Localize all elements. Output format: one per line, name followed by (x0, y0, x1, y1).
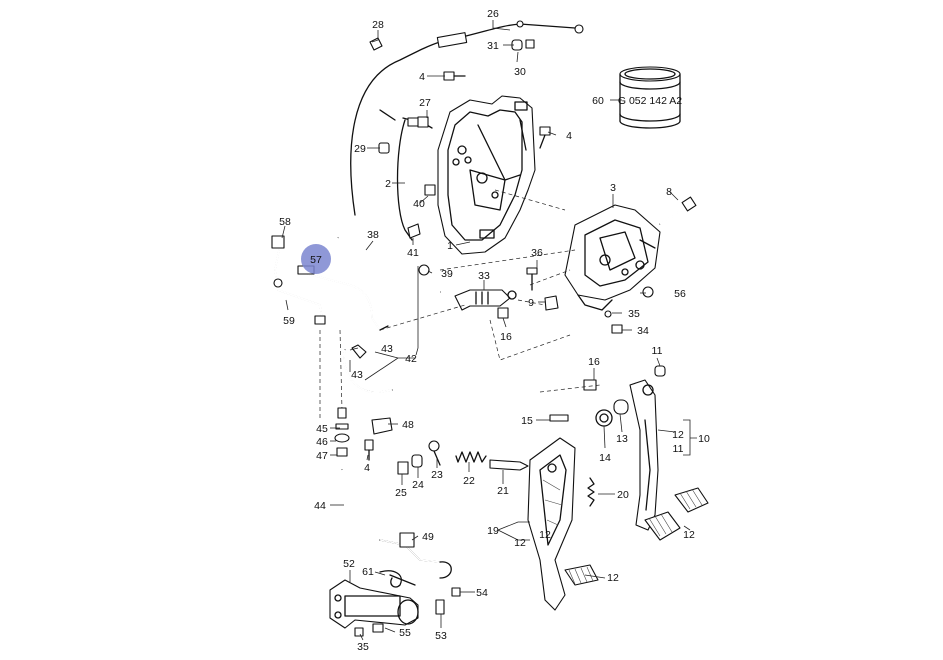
label-12-left: 12 (514, 537, 526, 549)
label-30: 30 (514, 66, 526, 78)
fasteners (354, 37, 666, 637)
label-41: 41 (407, 247, 419, 259)
label-33: 33 (478, 270, 490, 282)
parts-artwork: G 052 142 A2 (271, 20, 709, 637)
label-36: 36 (531, 247, 543, 259)
label-46: 46 (316, 436, 328, 448)
pipe-part-44 (334, 329, 452, 579)
label-38: 38 (367, 229, 379, 241)
label-25: 25 (395, 487, 407, 499)
label-4-right: 4 (566, 130, 572, 142)
clutch-pedal-part-19 (527, 437, 599, 611)
label-29: 29 (354, 143, 366, 155)
label-16-upper: 16 (500, 331, 512, 343)
label-26: 26 (487, 8, 499, 20)
label-4-lower: 4 (364, 462, 370, 474)
label-12-right: 12 (672, 429, 684, 441)
label-61: 61 (362, 566, 374, 578)
label-55: 55 (399, 627, 411, 639)
label-11-top: 11 (652, 345, 663, 357)
bolt-part-8 (659, 196, 697, 225)
label-21: 21 (497, 485, 509, 497)
hose-part-38 (334, 237, 441, 294)
label-4-top: 4 (419, 71, 425, 83)
bracket-part-3 (564, 204, 661, 311)
label-28: 28 (372, 19, 384, 31)
label-12-bottom-right: 12 (683, 529, 695, 541)
pedal-shaft-axis (539, 384, 601, 393)
label-10: 10 (698, 433, 710, 445)
highlight-circle[interactable] (301, 244, 331, 274)
label-12-pad: 12 (539, 529, 551, 541)
sleeve-marking-text: G 052 142 A2 (618, 95, 682, 107)
label-60: 60 (592, 95, 604, 107)
label-27: 27 (419, 97, 431, 109)
label-49: 49 (422, 531, 434, 543)
label-23: 23 (431, 469, 443, 481)
label-47: 47 (316, 450, 328, 462)
cable-part-2 (379, 109, 433, 241)
label-24: 24 (412, 479, 424, 491)
pipe-part-59 (271, 235, 326, 325)
label-39: 39 (441, 268, 453, 280)
label-35-upper: 35 (628, 308, 640, 320)
clutch-line-part-49 (297, 265, 381, 331)
label-31: 31 (487, 40, 499, 52)
label-48: 48 (402, 419, 414, 431)
pedal-bracket-part-1 (437, 95, 536, 255)
label-34: 34 (637, 325, 649, 337)
label-8: 8 (666, 186, 672, 198)
label-2: 2 (385, 178, 391, 190)
brake-pedal-part-10 (629, 379, 709, 541)
label-3: 3 (610, 182, 616, 194)
label-42: 42 (405, 353, 417, 365)
label-56: 56 (674, 288, 686, 300)
pipe-part-43 (343, 325, 393, 393)
label-43-lower: 43 (351, 369, 363, 381)
label-52: 52 (343, 558, 355, 570)
label-53: 53 (435, 630, 447, 642)
label-19: 19 (487, 525, 499, 537)
part-labels: 28 26 31 30 4 27 29 2 4 60 3 8 40 1 41 3… (279, 8, 710, 653)
label-40: 40 (413, 198, 425, 210)
label-58: 58 (279, 216, 291, 228)
highlight-label: 57 (310, 254, 322, 266)
label-44: 44 (314, 500, 326, 512)
label-1: 1 (447, 240, 453, 252)
label-35-lower: 35 (357, 641, 369, 653)
label-54: 54 (476, 587, 488, 599)
label-43-upper: 43 (381, 343, 393, 355)
label-22: 22 (463, 475, 475, 487)
label-14: 14 (599, 452, 611, 464)
slave-cylinder-part-52 (329, 574, 419, 629)
label-20: 20 (617, 489, 629, 501)
label-16-lower: 16 (588, 356, 600, 368)
sleeve-part-60: G 052 142 A2 (618, 66, 682, 129)
label-45: 45 (316, 423, 328, 435)
label-59: 59 (283, 315, 295, 327)
clip-part-61 (379, 570, 402, 588)
label-9: 9 (528, 297, 534, 309)
label-11-right: 11 (673, 443, 684, 455)
label-15: 15 (521, 415, 533, 427)
label-13: 13 (616, 433, 628, 445)
cable-part-26 (350, 20, 584, 216)
leader-lines (281, 20, 697, 641)
label-12-lower: 12 (607, 572, 619, 584)
highlighted-part-57[interactable]: 57 (301, 244, 331, 274)
